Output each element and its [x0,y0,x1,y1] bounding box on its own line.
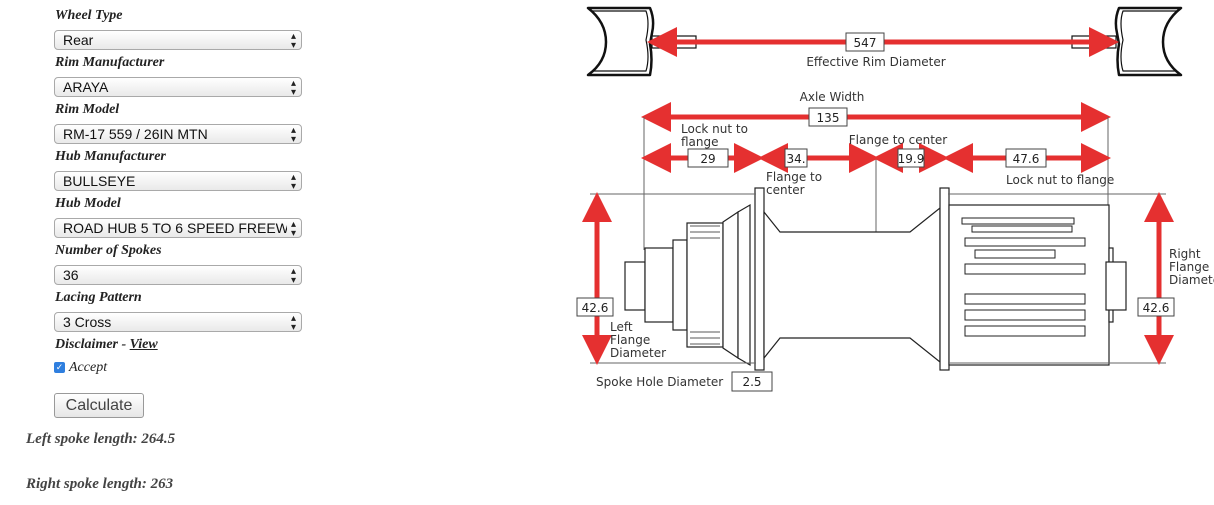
locknut-left [644,247,674,323]
lock-nut-to-flange-left-box [687,148,729,168]
spoke-hole-diameter-value: 2.5 [742,375,761,389]
spline [961,217,1075,225]
hub-model-select[interactable]: ROAD HUB 5 TO 6 SPEED FREEW ▴▾ [54,218,302,238]
spoke-hole-diameter-box [731,371,773,392]
left-flange-diameter-label-1: Left [610,320,633,334]
axle-width-box [808,107,848,127]
number-of-spokes-select[interactable]: 36 ▴▾ [54,265,302,285]
select-arrows-icon: ▴▾ [290,125,296,144]
hub-drawing [624,187,1127,371]
spline [964,325,1086,337]
lock-nut-to-flange-left-value: 29 [700,152,715,166]
accept-label: Accept [69,360,108,375]
left-flange-diameter-value: 42.6 [582,301,609,315]
right-flange-diameter-label-2: Flange [1169,260,1209,274]
flange-to-center-left-box [784,148,808,168]
rim-model-select[interactable]: RM-17 559 / 26IN MTN ▴▾ [54,124,302,144]
left-flange [754,187,765,371]
select-arrows-icon: ▴▾ [290,31,296,50]
flange-to-center-left-label-2: center [766,183,805,197]
hub-model-value: ROAD HUB 5 TO 6 SPEED FREEW [63,220,287,236]
right-flange [939,187,950,371]
spacer-left [672,239,688,331]
lock-nut-to-flange-left-label-1: Lock nut to [681,122,748,136]
checkmark-icon: ✓ [55,362,64,372]
hub-model-label: Hub Model [55,196,121,211]
right-flange-diameter-value: 42.6 [1143,301,1170,315]
rim-right-inner [1120,10,1177,72]
hub-shell-left-taper [737,203,751,367]
select-arrows-icon: ▴▾ [290,172,296,191]
flange-to-center-right-value: 19.9 [898,152,925,166]
rim-left-profile [586,6,655,77]
effective-rim-diameter-box [845,32,885,52]
lacing-pattern-label: Lacing Pattern [55,290,142,305]
wheel-type-label: Wheel Type [55,8,123,23]
right-flange-diameter-label-3: Diameter [1169,273,1214,287]
rim-model-value: RM-17 559 / 26IN MTN [63,126,208,142]
lock-nut-to-flange-right-box [1005,148,1047,168]
effective-rim-diameter-value: 547 [854,36,877,50]
left-flange-diameter-label-2: Flange [610,333,650,347]
rim-manufacturer-value: ARAYA [63,79,109,95]
flange-diameter-guides [590,193,1166,364]
wheel-type-select[interactable]: Rear ▴▾ [54,30,302,50]
flange-to-center-right-box [897,148,925,168]
disclaimer-label: Disclaimer - [55,337,130,352]
number-of-spokes-value: 36 [63,267,79,283]
lacing-pattern-value: 3 Cross [63,314,112,330]
calculate-button[interactable]: Calculate [54,393,144,418]
spline [964,309,1086,321]
disclaimer-row: Disclaimer - View [55,337,158,353]
hub-manufacturer-select[interactable]: BULLSEYE ▴▾ [54,171,302,191]
wheel-type-value: Rear [63,32,94,48]
lock-nut-to-flange-left-label-2: flange [681,135,719,149]
hub-body [763,206,941,364]
spline [964,293,1086,305]
spline [974,249,1056,259]
rim-drawing [586,6,1183,77]
spline [964,237,1086,247]
spoke-calculator-form: Wheel Type Rear ▴▾ Rim Manufacturer ARAY… [0,0,330,505]
select-arrows-icon: ▴▾ [290,313,296,332]
rim-manufacturer-label: Rim Manufacturer [55,55,165,70]
freehub-splines [961,217,1086,337]
number-of-spokes-label: Number of Spokes [55,243,162,258]
left-spoke-length: Left spoke length: 264.5 [26,431,176,447]
spoke-hole-diameter-label: Spoke Hole Diameter [596,375,723,389]
axle-width-label: Axle Width [800,90,865,104]
hub-manufacturer-label: Hub Manufacturer [55,149,166,164]
axle-end-right [1105,261,1127,311]
lock-nut-to-flange-right-value: 47.6 [1013,152,1040,166]
effective-rim-diameter-label: Effective Rim Diameter [806,55,945,69]
spline [971,225,1073,233]
rotor-mount-splines [690,225,720,345]
lacing-pattern-select[interactable]: 3 Cross ▴▾ [54,312,302,332]
select-arrows-icon: ▴▾ [290,219,296,238]
right-spoke-length: Right spoke length: 263 [26,476,174,492]
accept-checkbox[interactable]: ✓ [54,362,65,373]
left-flange-diameter-box [576,297,614,317]
rim-left-inner [592,10,649,72]
right-flange-diameter-box [1137,297,1175,317]
axle-width-value: 135 [817,111,840,125]
flange-to-center-left-value: 34. [786,152,805,166]
flange-to-center-right-label: Flange to center [849,133,948,147]
rotor-mount-left [686,222,724,348]
rim-right-profile [1114,6,1183,77]
hub-shell-left-cone [722,210,739,360]
select-arrows-icon: ▴▾ [290,266,296,285]
axle-end-left [624,261,646,311]
spline [964,263,1086,275]
right-flange-diameter-label-1: Right [1169,247,1201,261]
rim-model-label: Rim Model [55,102,120,117]
flange-to-center-left-label-1: Flange to [766,170,822,184]
rim-manufacturer-select[interactable]: ARAYA ▴▾ [54,77,302,97]
disclaimer-view-link[interactable]: View [129,337,158,352]
hub-manufacturer-value: BULLSEYE [63,173,136,189]
lock-nut-to-flange-right-label: Lock nut to flange [1006,173,1114,187]
select-arrows-icon: ▴▾ [290,78,296,97]
left-flange-diameter-label-3: Diameter [610,346,666,360]
